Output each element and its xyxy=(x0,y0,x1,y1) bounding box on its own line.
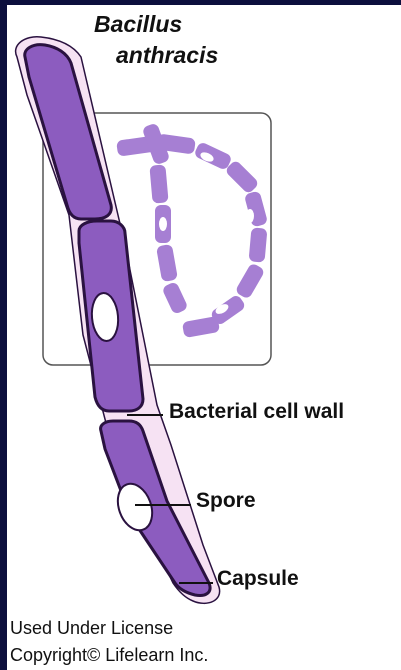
title-species: anthracis xyxy=(116,42,218,69)
label-spore: Spore xyxy=(196,489,256,513)
diagram-frame: Bacillus anthracis Bacterial cell wall S… xyxy=(7,5,401,670)
title-genus: Bacillus xyxy=(94,11,182,38)
credit-copyright: Copyright© Lifelearn Inc. xyxy=(10,645,208,666)
credit-license: Used Under License xyxy=(10,618,173,639)
bacillus-illustration xyxy=(7,5,401,670)
label-cell-wall: Bacterial cell wall xyxy=(169,400,344,424)
label-capsule: Capsule xyxy=(217,567,299,591)
